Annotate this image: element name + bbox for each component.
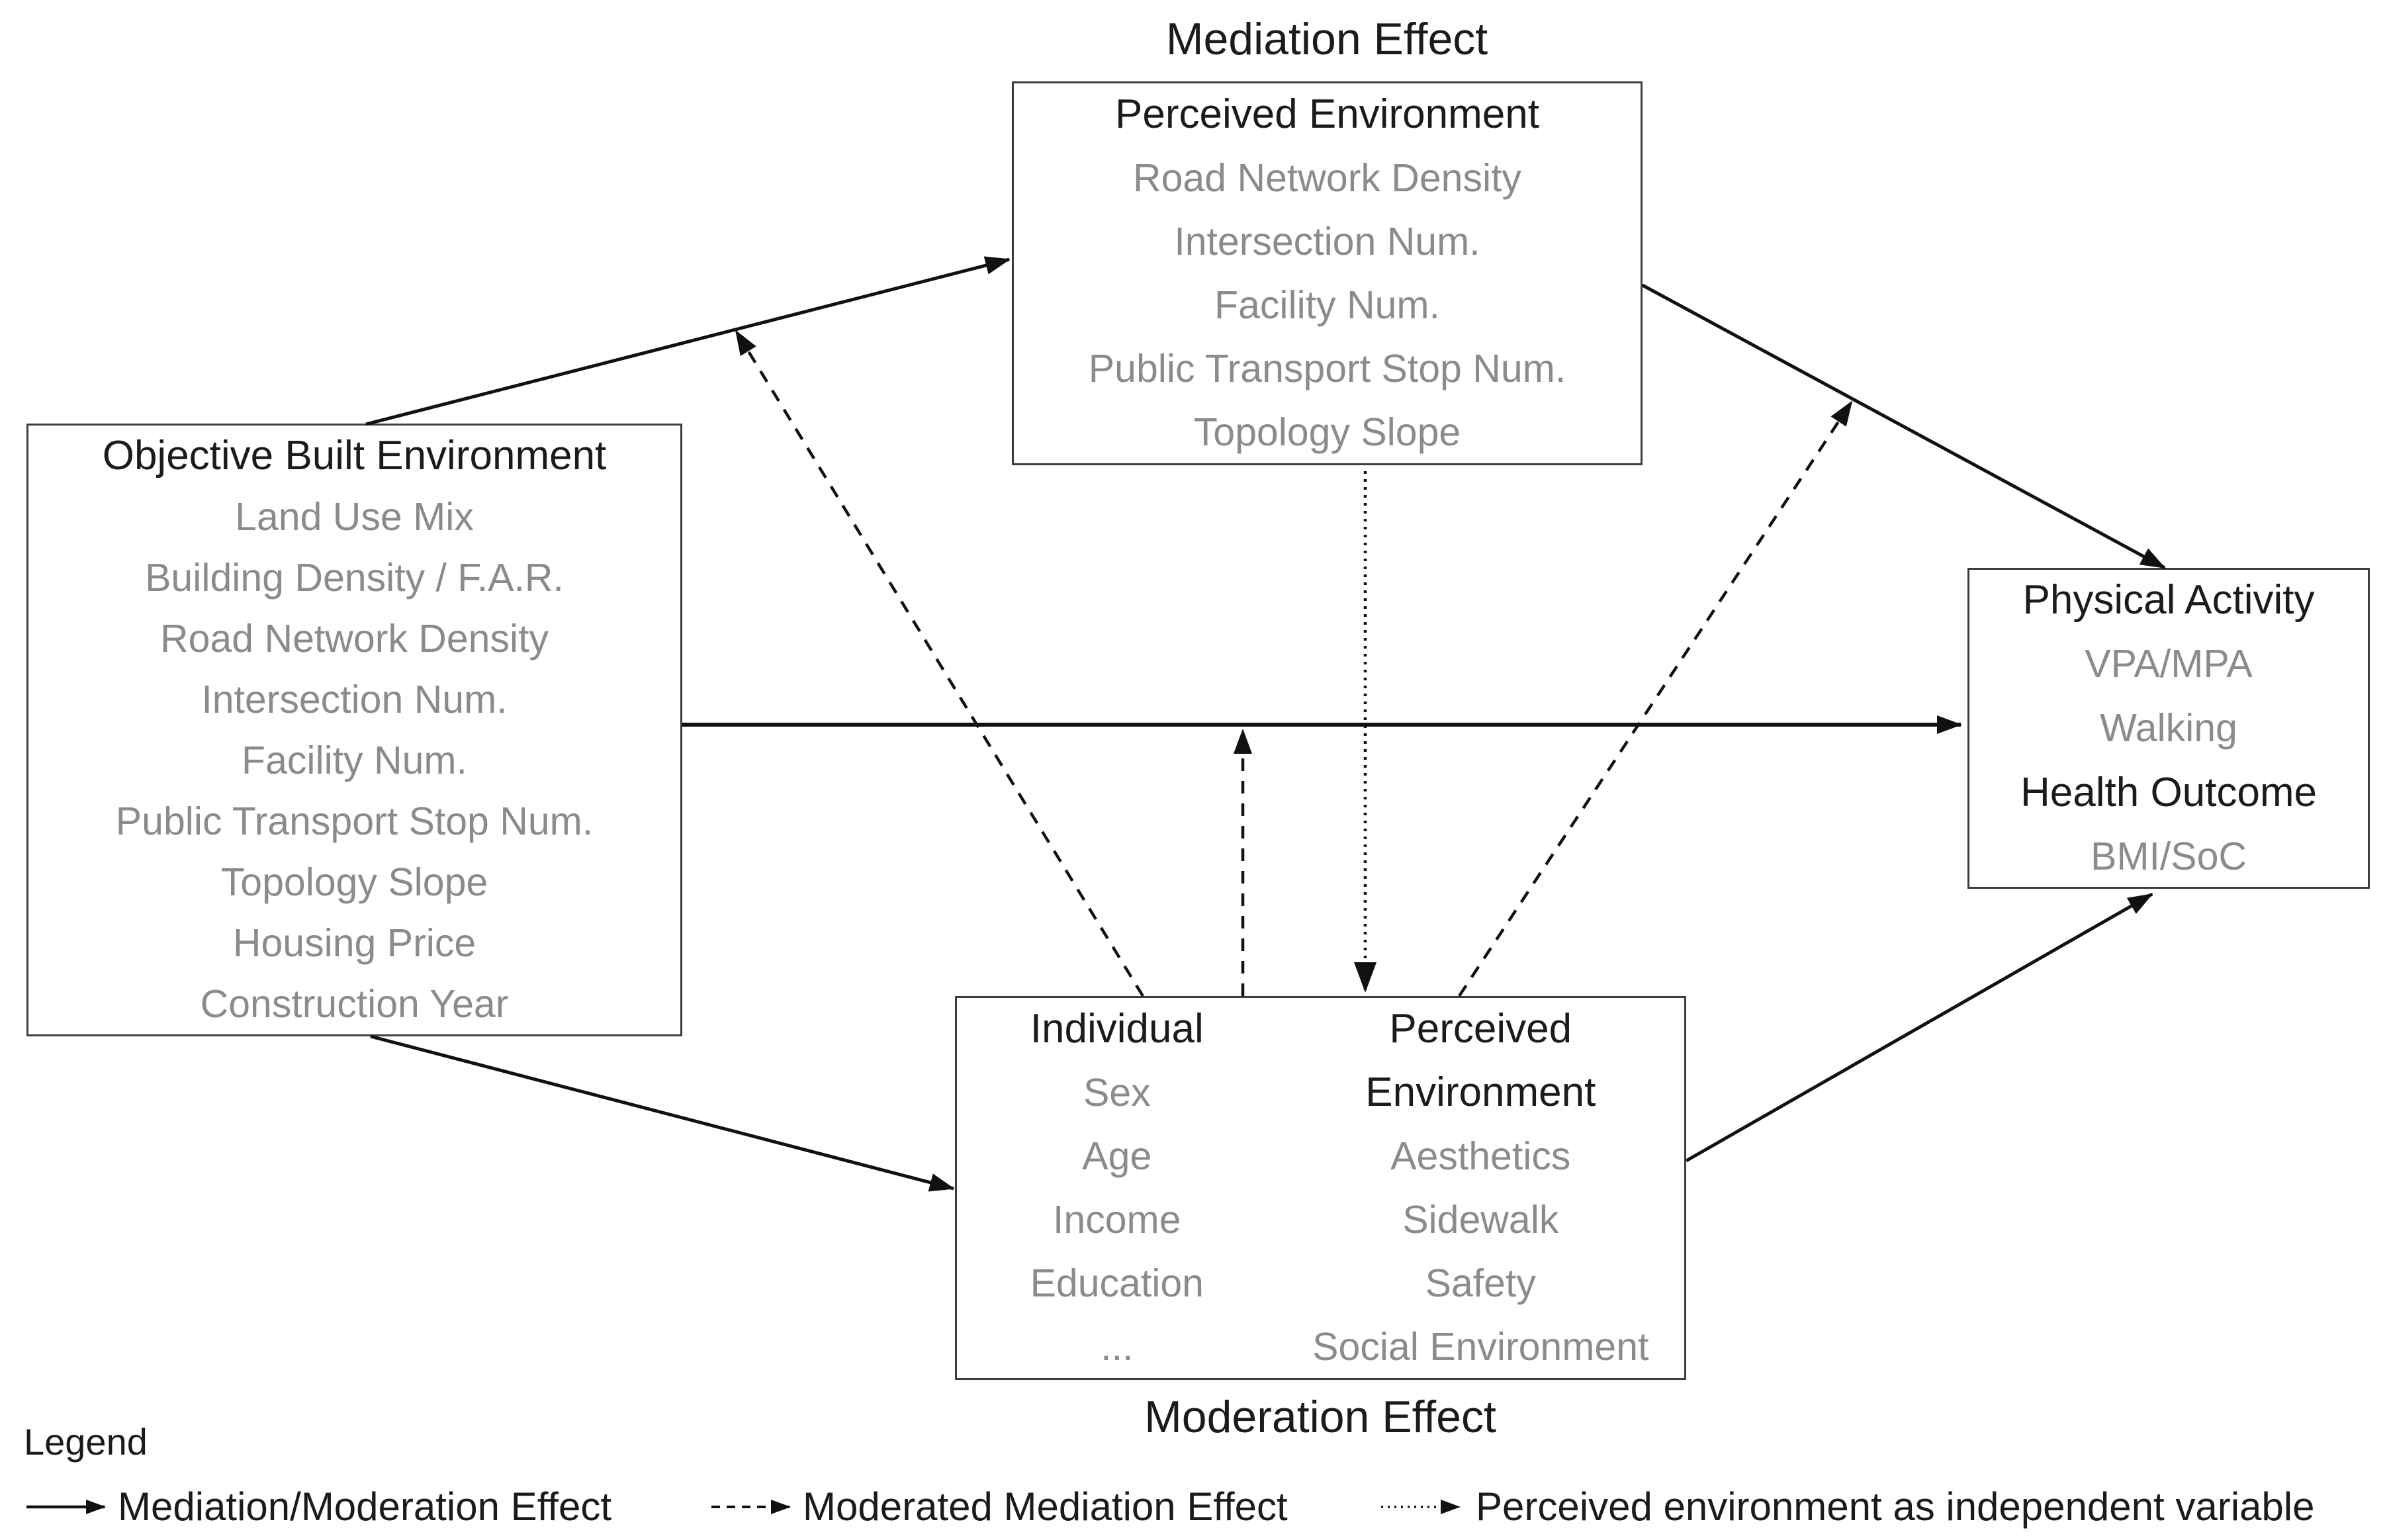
objective-built-environment-box: Objective Built Environment Land Use Mix… — [26, 424, 682, 1036]
mediation-effect-title: Mediation Effect — [1165, 14, 1488, 64]
perceived-col-heading-line2: Environment — [1365, 1069, 1596, 1115]
arrow-perceived-to-pa — [1641, 283, 2166, 570]
perceived-col-item: Aesthetics — [1390, 1134, 1571, 1178]
physical-activity-box: Physical Activity VPA/MPA Walking Health… — [1967, 568, 2370, 889]
health-outcome-heading: Health Outcome — [2020, 770, 2317, 815]
arrow-obe-to-moderators — [370, 1034, 955, 1192]
moderators-box: Individual Sex Age Income Education ... … — [955, 996, 1686, 1380]
perceived-col-item: Safety — [1425, 1261, 1536, 1305]
objective-item: Construction Year — [200, 982, 509, 1026]
outcome-item: VPA/MPA — [2085, 642, 2253, 686]
perceived-environment-box: Perceived Environment Road Network Densi… — [1012, 81, 1643, 465]
legend-entry-mediation-moderation: Mediation/Moderation Effect — [118, 1484, 611, 1529]
perceived-environment-heading: Perceived Environment — [1115, 91, 1539, 137]
perceived-col-item: Sidewalk — [1402, 1198, 1559, 1242]
objective-item: Public Transport Stop Num. — [115, 799, 594, 843]
legend-entry-moderated-mediation: Moderated Mediation Effect — [803, 1484, 1288, 1529]
objective-item: Topology Slope — [220, 860, 488, 904]
perceived-item: Topology Slope — [1193, 410, 1461, 454]
perceived-col-item: Social Environment — [1312, 1325, 1649, 1369]
outcome-item: BMI/SoC — [2090, 835, 2247, 878]
perceived-item: Public Transport Stop Num. — [1088, 347, 1566, 390]
individual-heading: Individual — [1030, 1006, 1204, 1052]
objective-heading: Objective Built Environment — [102, 433, 607, 478]
legend-entry-perceived-independent: Perceived environment as independent var… — [1476, 1484, 2315, 1529]
moderation-effect-title: Moderation Effect — [1144, 1392, 1496, 1442]
objective-item: Facility Num. — [242, 739, 467, 782]
perceived-col-heading-line1: Perceived — [1389, 1006, 1572, 1052]
physical-activity-heading: Physical Activity — [2022, 577, 2315, 623]
objective-item: Road Network Density — [160, 617, 549, 660]
objective-item: Intersection Num. — [201, 678, 508, 721]
individual-column: Individual Sex Age Income Education ... — [957, 998, 1277, 1378]
individual-item: ... — [1101, 1325, 1134, 1369]
arrow-moderated-mediation-right — [1458, 400, 1853, 997]
individual-item: Education — [1030, 1261, 1204, 1305]
perceived-env-column: Perceived Environment Aesthetics Sidewal… — [1277, 998, 1684, 1378]
perceived-item: Facility Num. — [1214, 283, 1440, 327]
individual-item: Age — [1082, 1134, 1152, 1178]
individual-item: Income — [1053, 1198, 1181, 1242]
perceived-item: Intersection Num. — [1174, 220, 1480, 263]
legend-label: Legend — [24, 1421, 148, 1463]
arrow-moderators-to-pa — [1685, 892, 2153, 1163]
outcome-item: Walking — [2100, 706, 2237, 750]
arrow-obe-to-perceived — [365, 256, 1011, 426]
objective-item: Land Use Mix — [235, 495, 474, 539]
individual-item: Sex — [1083, 1071, 1151, 1114]
objective-item: Housing Price — [232, 921, 476, 965]
perceived-item: Road Network Density — [1133, 156, 1521, 200]
objective-item: Building Density / F.A.R. — [145, 556, 564, 600]
